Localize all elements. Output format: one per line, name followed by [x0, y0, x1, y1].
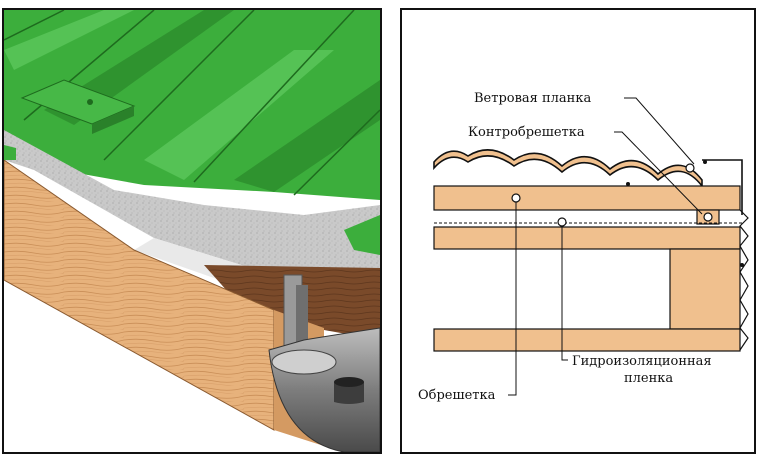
underlayment-membrane	[4, 130, 380, 275]
label-waterproof-film-2: пленка	[624, 371, 673, 386]
label-wind-plank: Ветровая планка	[474, 91, 591, 106]
counter-batten-board	[433, 226, 741, 250]
label-waterproof-film-1: Гидроизоляционная	[572, 354, 712, 369]
break-line	[739, 209, 749, 351]
gutter-hook	[283, 274, 308, 356]
section-svg: Ветровая планка Контробрешетка Гидроизол…	[418, 91, 749, 403]
label-counter-batten: Контробрешетка	[468, 125, 585, 140]
roof-tile-profile	[433, 149, 703, 189]
batten-board	[433, 185, 741, 211]
label-batten: Обрешетка	[418, 388, 496, 403]
roof-section-diagram: Ветровая планка Контробрешетка Гидроизол…	[400, 8, 756, 454]
rafter	[669, 248, 741, 330]
wind-plank	[702, 159, 743, 215]
leader-lines	[508, 97, 703, 396]
roof-eave-illustration	[2, 8, 382, 454]
gutter	[268, 327, 380, 452]
drip-edge	[344, 215, 380, 255]
lower-board	[433, 328, 741, 352]
roof-clamp	[20, 79, 136, 134]
metal-roof-sheet	[4, 10, 380, 200]
marker-wind-plank	[685, 163, 695, 173]
roof-3d-svg	[4, 10, 380, 452]
